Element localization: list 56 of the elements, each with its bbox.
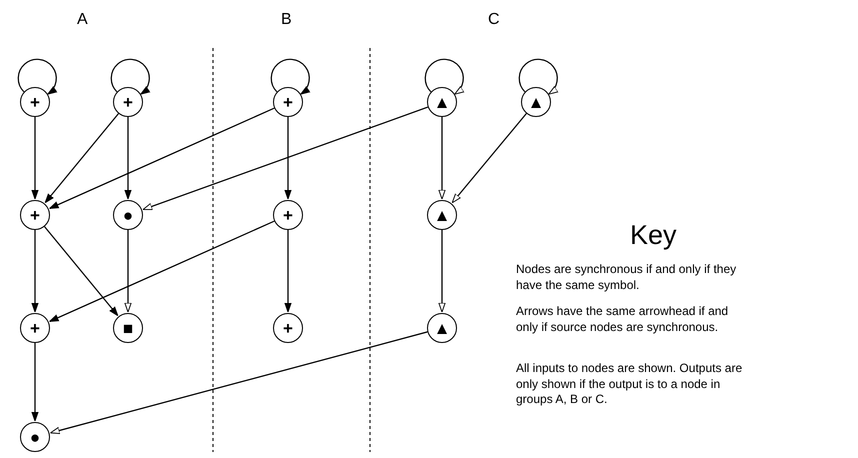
group-label: C bbox=[488, 10, 500, 30]
symbol-node bbox=[273, 87, 303, 117]
node-symbol: + bbox=[30, 206, 40, 224]
arrow bbox=[438, 230, 446, 312]
group-label: A bbox=[77, 10, 88, 30]
symbol-node bbox=[521, 87, 551, 117]
arrow bbox=[110, 58, 150, 95]
node-symbol: + bbox=[123, 94, 133, 110]
symbol-node bbox=[273, 200, 303, 230]
node-symbol: + bbox=[30, 94, 40, 110]
symbol-node bbox=[20, 87, 50, 117]
symbol-node bbox=[427, 313, 457, 343]
arrow bbox=[518, 58, 558, 95]
arrow bbox=[270, 58, 310, 95]
key-note: Arrows have the same arrowhead if and only if source nodes are synchronous. bbox=[516, 304, 730, 336]
node-symbol: ■ bbox=[122, 320, 134, 336]
arrow bbox=[124, 230, 132, 312]
arrow bbox=[44, 113, 119, 204]
arrow bbox=[50, 331, 428, 434]
symbol-node bbox=[113, 313, 143, 343]
arrow bbox=[124, 117, 132, 200]
symbol-node bbox=[20, 200, 50, 230]
node-symbol: ● bbox=[122, 206, 134, 224]
node-symbol: + bbox=[30, 320, 40, 336]
node-symbol: ▲ bbox=[434, 94, 450, 110]
arrow bbox=[18, 58, 58, 95]
symbol-node bbox=[113, 200, 143, 230]
arrow bbox=[142, 106, 428, 210]
arrow bbox=[31, 343, 39, 422]
group-label: B bbox=[281, 10, 292, 30]
node-symbol: ▲ bbox=[434, 206, 450, 224]
node-symbol: ▲ bbox=[434, 320, 450, 336]
key-note: Nodes are synchronous if and only if they have the same symbol. bbox=[516, 262, 738, 294]
symbol-node bbox=[427, 87, 457, 117]
symbol-node bbox=[427, 200, 457, 230]
node-symbol: ▲ bbox=[528, 94, 544, 110]
symbol-node bbox=[20, 313, 50, 343]
arrow bbox=[49, 108, 275, 210]
symbol-node bbox=[113, 87, 143, 117]
node-symbol: + bbox=[283, 94, 293, 110]
arrow bbox=[438, 117, 446, 200]
key-heading: Key bbox=[630, 219, 677, 252]
arrow bbox=[424, 58, 464, 95]
key-note: All inputs to nodes are shown. Outputs are only shown if the output is to a node in groups A, B or C. bbox=[516, 361, 744, 408]
node-symbol: ● bbox=[30, 428, 40, 446]
arrow bbox=[49, 220, 275, 322]
node-symbol: + bbox=[283, 320, 293, 336]
node-symbol: + bbox=[283, 206, 293, 224]
arrow bbox=[452, 113, 527, 204]
arrow bbox=[31, 117, 39, 200]
arrow bbox=[44, 226, 118, 316]
arrow bbox=[31, 230, 39, 312]
arrow bbox=[284, 230, 292, 312]
symbol-node bbox=[273, 313, 303, 343]
arrow bbox=[284, 117, 292, 200]
symbol-node bbox=[20, 422, 50, 452]
